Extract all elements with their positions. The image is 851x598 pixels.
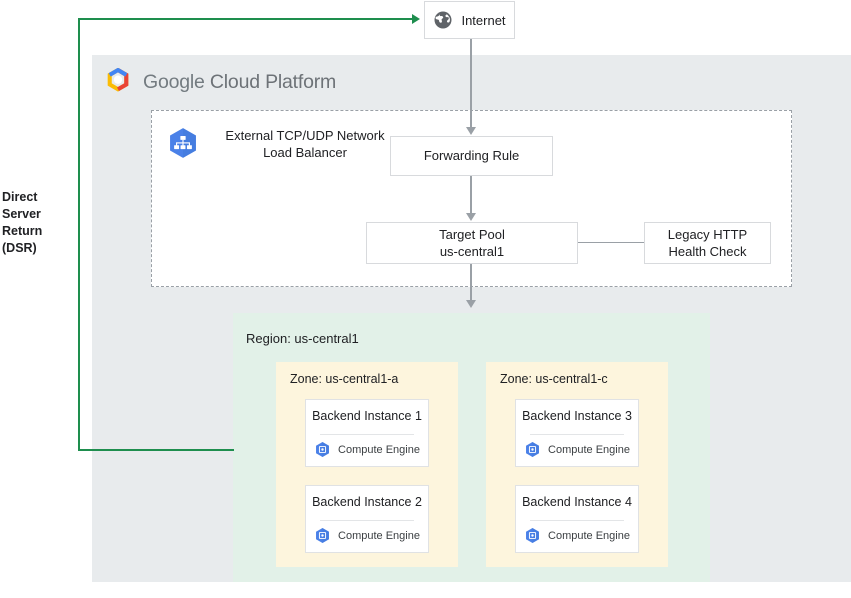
globe-icon	[433, 10, 453, 30]
internet-node[interactable]: Internet	[424, 1, 515, 39]
target-pool-node[interactable]: Target Pool us-central1	[366, 222, 578, 264]
dsr-label: Direct Server Return (DSR)	[2, 189, 74, 257]
compute-engine-icon	[524, 441, 541, 458]
zone-label-c: Zone: us-central1-c	[500, 372, 608, 386]
instance-divider	[530, 434, 624, 435]
zone-container-us-central1-a: Zone: us-central1-a Backend Instance 1 C…	[276, 362, 458, 567]
gcp-brand: Google Cloud Platform	[104, 65, 404, 99]
gcp-wordmark-google: Google	[143, 70, 205, 93]
dsr-label-line1: Direct Server	[2, 190, 41, 221]
dsr-path-top-horizontal	[78, 18, 413, 20]
internet-label: Internet	[461, 12, 506, 28]
target-pool-line1: Target Pool	[439, 226, 505, 242]
connector-internet-to-forwarding-rule	[470, 39, 472, 128]
google-cloud-platform-logo-icon	[104, 68, 132, 96]
instance-service-label: Compute Engine	[338, 443, 420, 456]
dsr-label-line2: Return (DSR)	[2, 223, 43, 255]
dsr-path-bottom-horizontal	[78, 449, 234, 451]
instance-service-label: Compute Engine	[338, 529, 420, 542]
connector-target-pool-to-health-check	[578, 242, 644, 244]
load-balancer-label: External TCP/UDP Network Load Balancer	[200, 125, 410, 163]
connector-target-pool-to-region	[470, 264, 472, 301]
instance-title: Backend Instance 1	[312, 409, 422, 423]
health-check-line2: Health Check	[668, 244, 747, 259]
instance-service-row: Compute Engine	[306, 527, 428, 544]
instance-title: Backend Instance 2	[312, 495, 422, 509]
backend-instance-card[interactable]: Backend Instance 2 Compute Engine	[305, 485, 429, 553]
arrowhead-region	[466, 300, 476, 308]
instance-title: Backend Instance 4	[522, 495, 632, 509]
dsr-path-vertical	[78, 19, 80, 450]
region-label: Region: us-central1	[246, 331, 359, 346]
gcp-wordmark-cloud-platform: Cloud Platform	[209, 70, 337, 93]
instance-service-row: Compute Engine	[516, 527, 638, 544]
instance-service-label: Compute Engine	[548, 529, 630, 542]
compute-engine-icon	[314, 527, 331, 544]
instance-service-row: Compute Engine	[306, 441, 428, 458]
forwarding-rule-label: Forwarding Rule	[423, 148, 520, 164]
dsr-arrowhead-internet	[412, 14, 420, 24]
forwarding-rule-node[interactable]: Forwarding Rule	[390, 136, 553, 176]
backend-instance-card[interactable]: Backend Instance 4 Compute Engine	[515, 485, 639, 553]
arrowhead-target-pool	[466, 213, 476, 221]
instance-service-row: Compute Engine	[516, 441, 638, 458]
instance-divider	[320, 434, 414, 435]
zone-container-us-central1-c: Zone: us-central1-c Backend Instance 3 C…	[486, 362, 668, 567]
load-balancer-label-line1: External TCP/UDP Network	[225, 127, 385, 143]
compute-engine-icon	[524, 527, 541, 544]
arrowhead-forwarding-rule	[466, 127, 476, 135]
load-balancer-label-line2: Load Balancer	[263, 145, 347, 160]
instance-divider	[530, 520, 624, 521]
instance-title: Backend Instance 3	[522, 409, 632, 423]
health-check-node[interactable]: Legacy HTTP Health Check	[644, 222, 771, 264]
gcp-wordmark: Google Cloud Platform	[143, 71, 336, 94]
network-load-balancer-icon	[166, 126, 200, 160]
zone-label-a: Zone: us-central1-a	[290, 372, 399, 386]
backend-instance-card[interactable]: Backend Instance 1 Compute Engine	[305, 399, 429, 467]
compute-engine-icon	[314, 441, 331, 458]
health-check-line1: Legacy HTTP	[667, 226, 748, 242]
backend-instance-card[interactable]: Backend Instance 3 Compute Engine	[515, 399, 639, 467]
instance-service-label: Compute Engine	[548, 443, 630, 456]
target-pool-line2: us-central1	[439, 244, 505, 259]
instance-divider	[320, 520, 414, 521]
connector-forwarding-rule-to-target-pool	[470, 176, 472, 214]
